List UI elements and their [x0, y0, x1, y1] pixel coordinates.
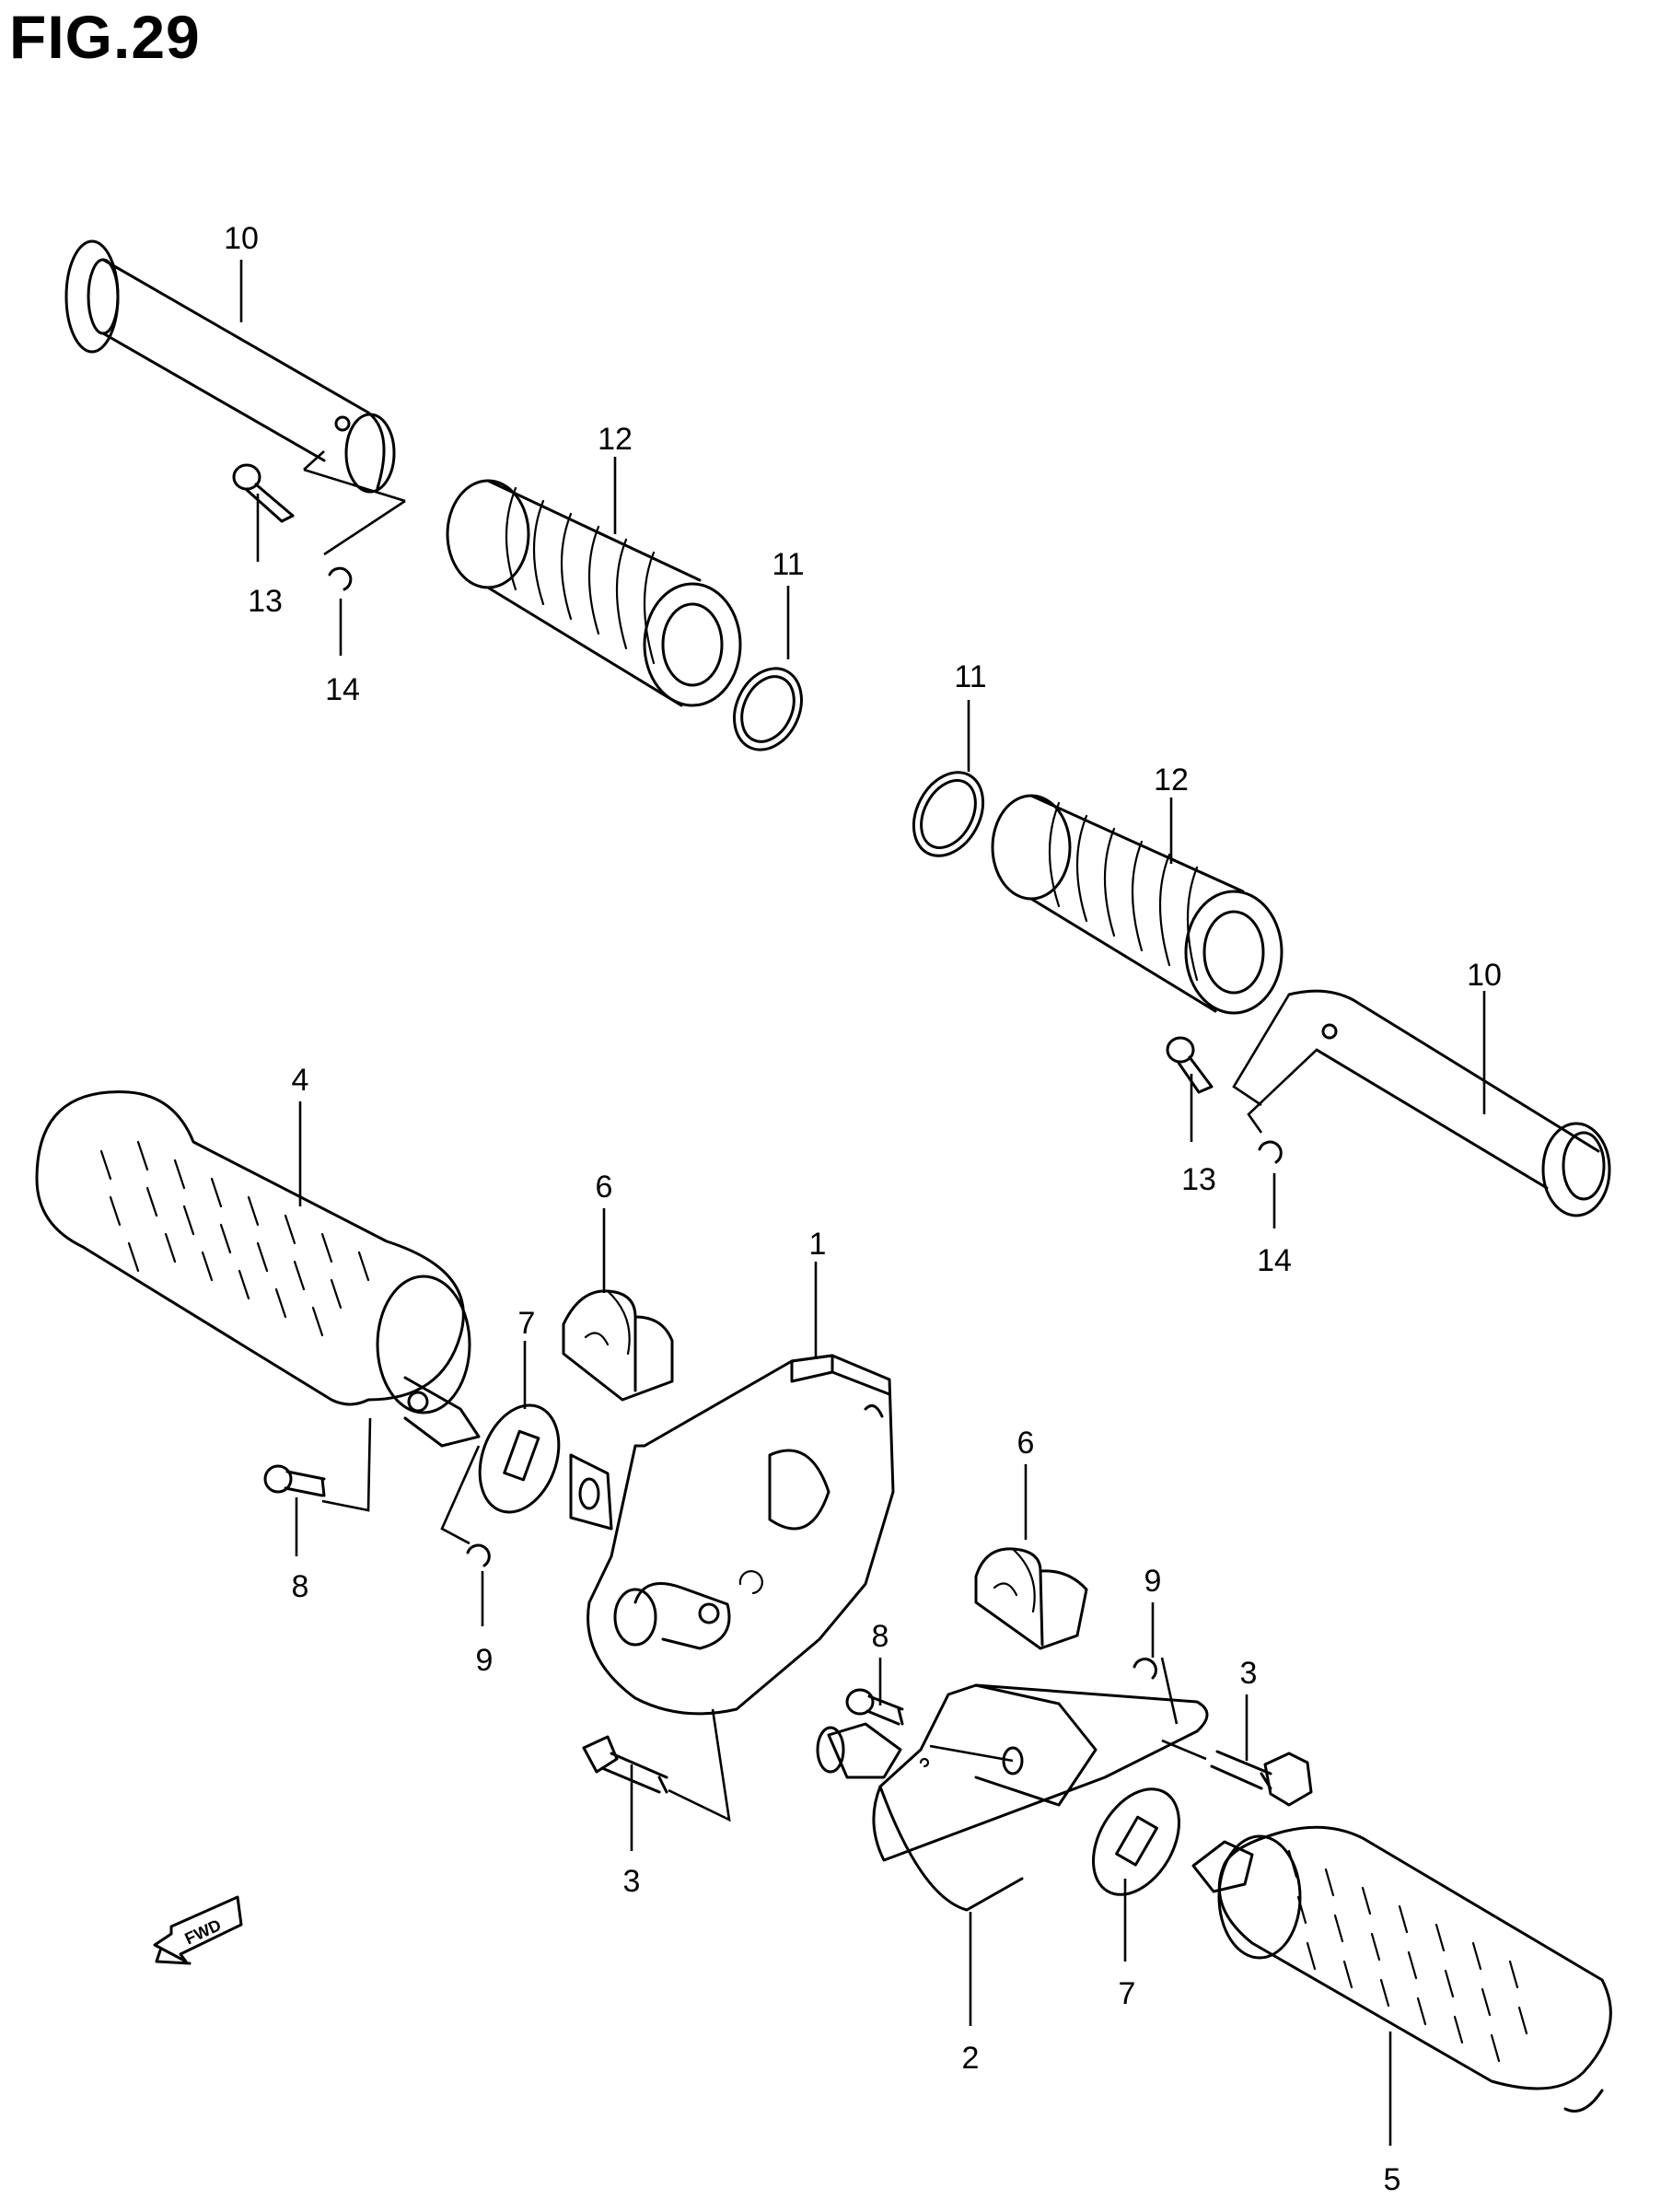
callout-label: 5 [1384, 2162, 1401, 2197]
callout-labels: 10 12 11 13 14 11 12 10 13 14 4 6 1 7 8 … [224, 221, 1502, 2197]
part-1-bracket-left [569, 1354, 895, 1716]
part-10-upper-left [64, 239, 396, 494]
callout-label: 6 [596, 1170, 613, 1205]
assembly-line [929, 1744, 1014, 1763]
part-7-washer-right [1092, 1787, 1180, 1896]
assembly-line [1160, 1657, 1207, 1761]
callout-label: 3 [1240, 1656, 1258, 1691]
callout-label: 8 [292, 1569, 309, 1604]
part-2-bracket-right [816, 1683, 1209, 1912]
callout-label: 13 [248, 584, 283, 619]
callout-label: 7 [1119, 1976, 1136, 2011]
assembly-line [1232, 994, 1318, 1134]
assembly-line [321, 1417, 481, 1545]
part-12-rubber-upper-right [991, 794, 1284, 1015]
callout-label: 11 [772, 547, 804, 582]
figure-title: FIG.29 [9, 3, 201, 71]
part-4-footpeg-left [35, 1090, 481, 1448]
callout-label: 12 [598, 422, 633, 457]
callout-label: 12 [1154, 763, 1189, 797]
callout-label: 11 [954, 659, 986, 694]
part-6-clip-upper [562, 1289, 674, 1402]
callout-label: 3 [623, 1864, 641, 1899]
part-7-washer-left [478, 1403, 561, 1514]
part-3-bolt-left [582, 1735, 668, 1794]
callout-label: 2 [962, 2041, 980, 2076]
part-12-rubber-upper-left [446, 479, 742, 707]
part-11-ring-upper-left [733, 667, 803, 751]
callout-label: 7 [518, 1306, 536, 1341]
part-3-bolt-right [1210, 1750, 1313, 1807]
callout-label: 10 [224, 221, 259, 256]
callout-label: 14 [325, 672, 360, 707]
part-10-upper-right [1287, 989, 1611, 1217]
callout-label: 13 [1181, 1162, 1216, 1197]
assembly-line [668, 1708, 731, 1822]
part-14-clip-upper-left [328, 566, 353, 591]
callout-label: 9 [1144, 1564, 1162, 1599]
part-13-pin-upper-left [232, 463, 295, 523]
part-8-pin-right [845, 1688, 904, 1726]
callout-label: 9 [476, 1643, 494, 1678]
part-5-footpeg-right [1191, 1825, 1612, 2113]
callout-label: 4 [292, 1063, 309, 1098]
part-11-ring-upper-right [912, 771, 985, 857]
part-8-pin-left [263, 1464, 326, 1497]
callout-label: 10 [1467, 958, 1502, 993]
leader-lines [239, 260, 1486, 2146]
fwd-arrow-icon: FWD [153, 1895, 243, 1965]
callout-label: 8 [872, 1619, 889, 1654]
part-9-clip-lower [1132, 1658, 1157, 1680]
callout-label: 1 [809, 1227, 827, 1262]
part-6-clip-lower [974, 1547, 1088, 1650]
part-14-clip-upper-right [1258, 1140, 1283, 1164]
assembly-line [303, 450, 406, 556]
callout-label: 6 [1017, 1426, 1035, 1461]
part-13-pin-upper-right [1166, 1036, 1214, 1094]
callout-label: 14 [1257, 1243, 1292, 1278]
part-9-clip-left [466, 1543, 491, 1567]
